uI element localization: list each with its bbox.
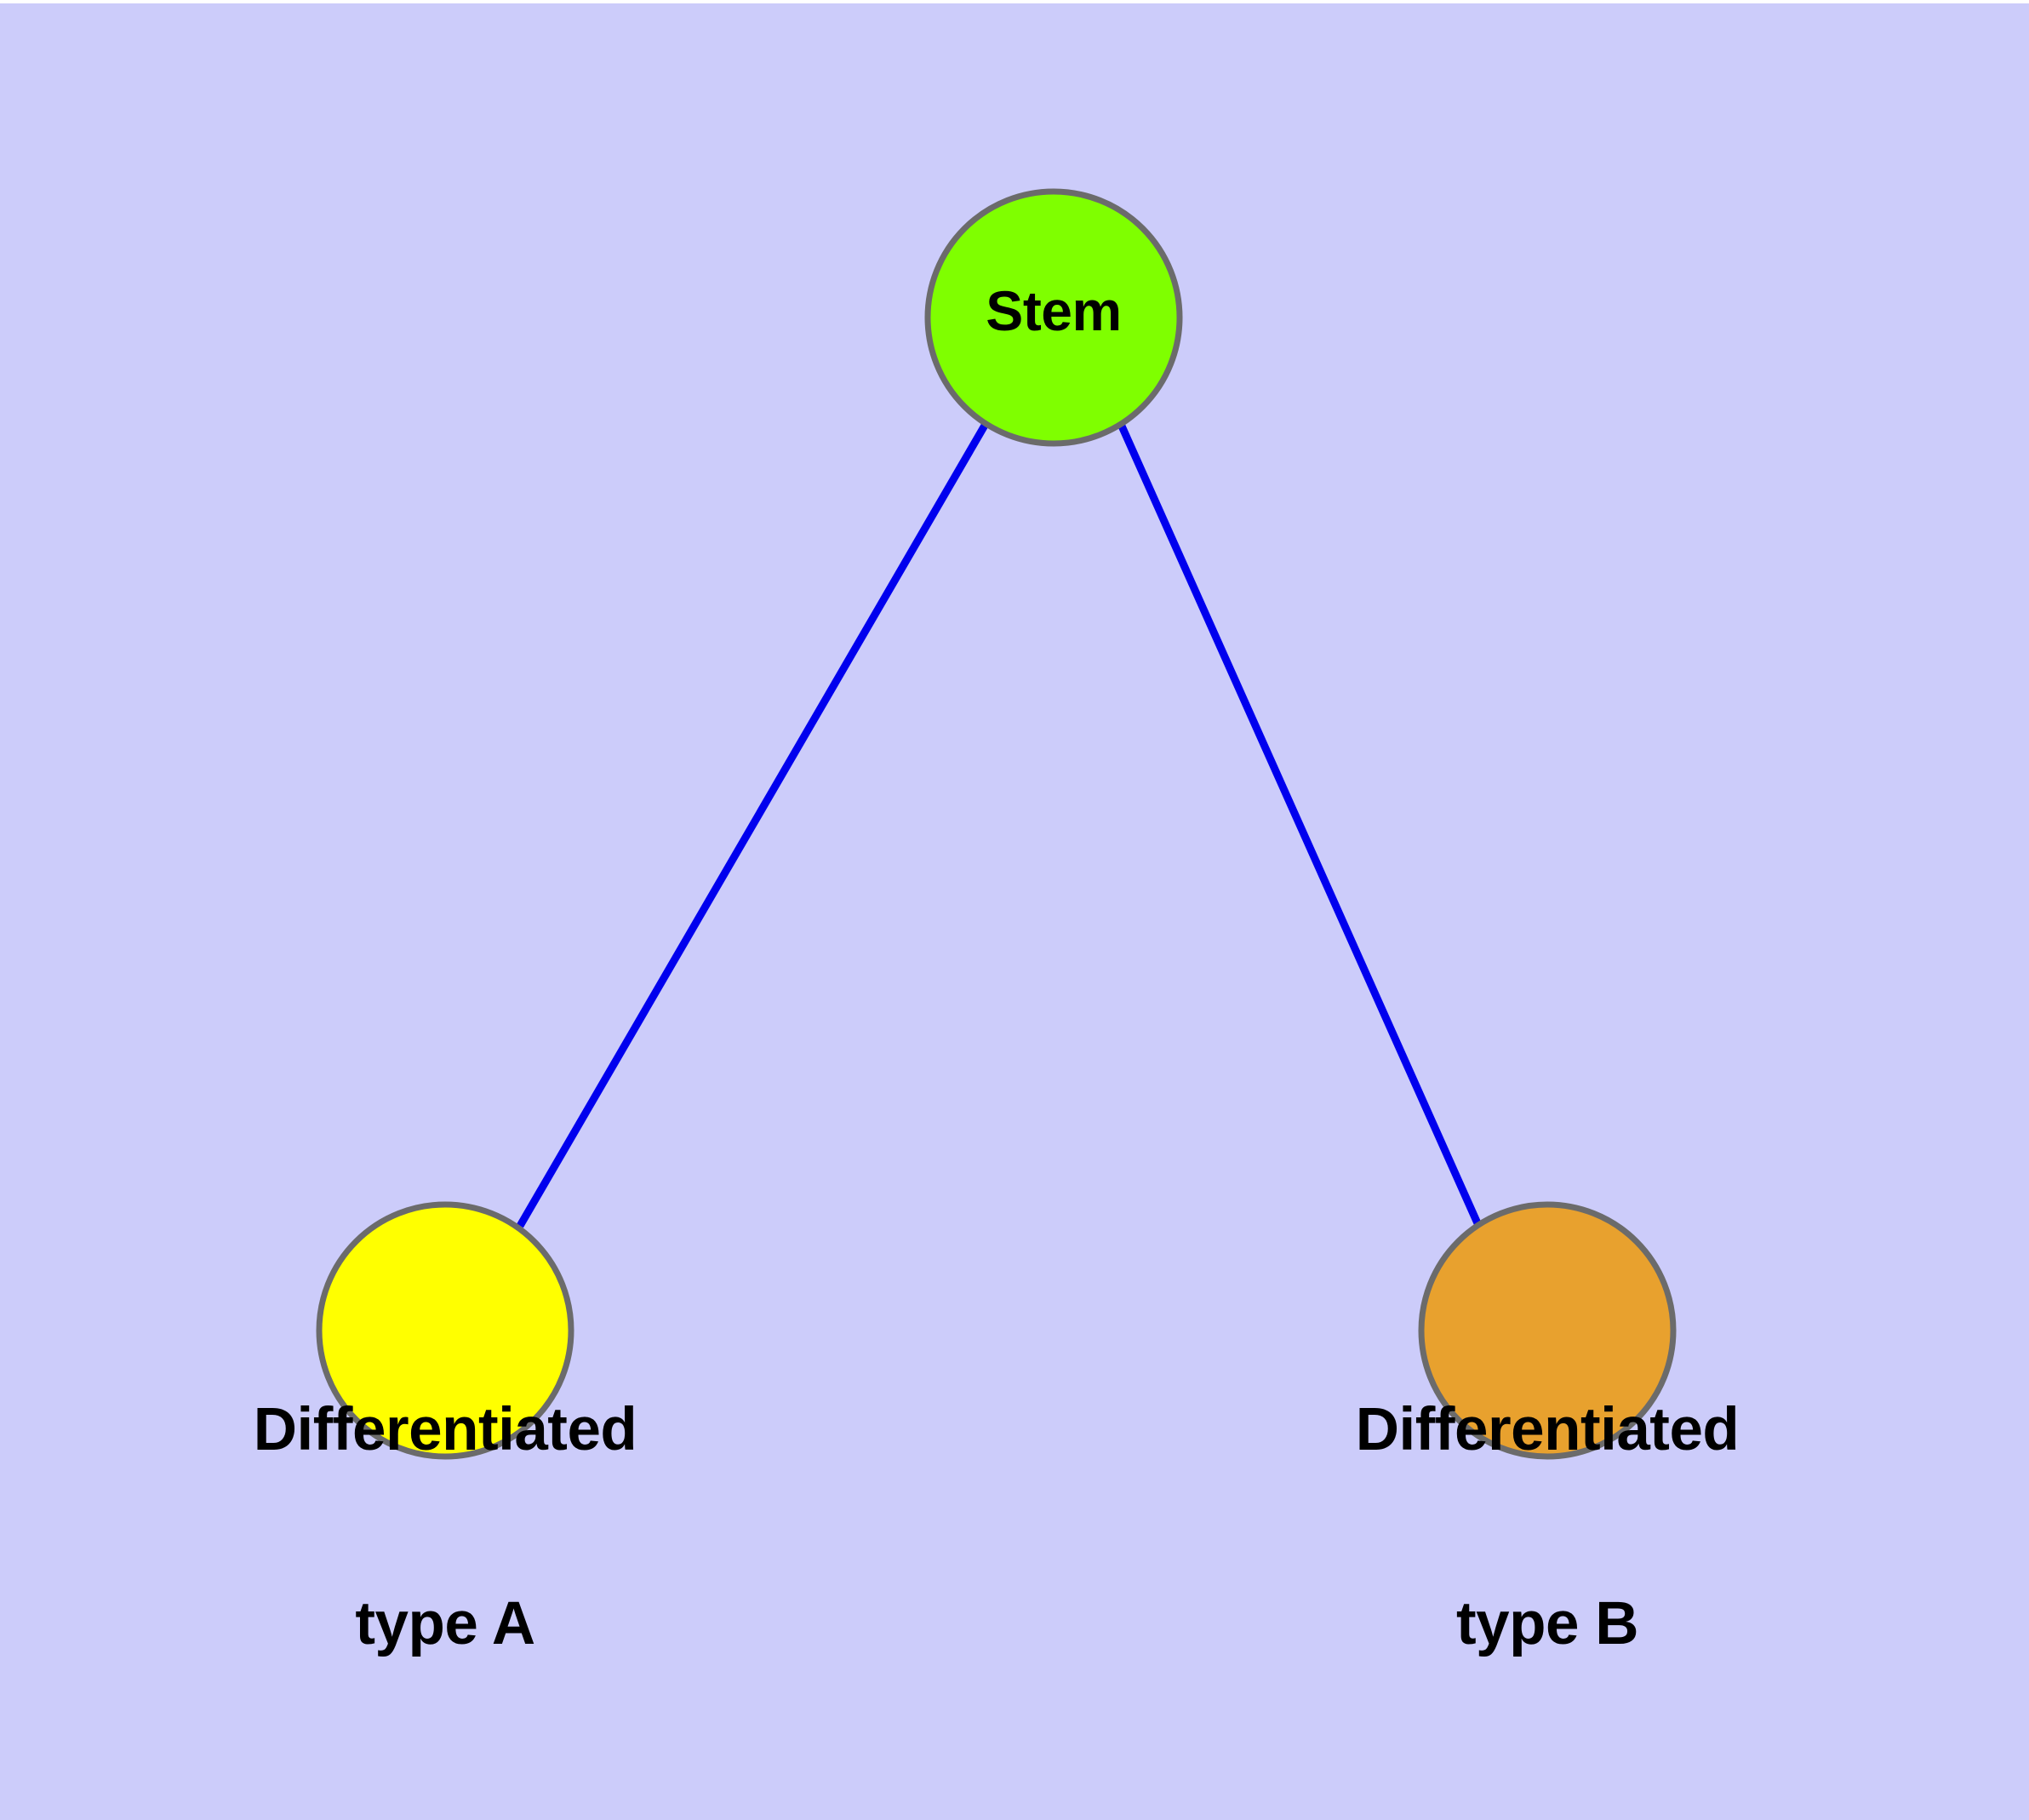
node-stem[interactable] [924, 188, 1183, 447]
node-layer [316, 188, 1677, 1460]
edge-stem-to-differentiated-type-a[interactable] [517, 421, 989, 1228]
node-differentiated-type-b[interactable] [1418, 1201, 1677, 1460]
edge-stem-to-differentiated-type-b[interactable] [1116, 421, 1482, 1225]
node-differentiated-type-a[interactable] [316, 1201, 574, 1460]
edge-layer [517, 421, 1482, 1228]
